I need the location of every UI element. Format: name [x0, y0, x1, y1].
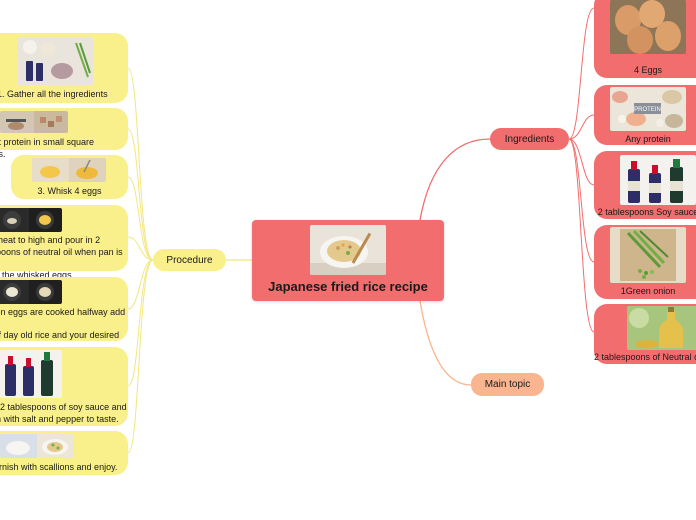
step-7[interactable]: 7. Garnish with scallions and enjoy. [0, 431, 128, 475]
oil-bottle-image [627, 306, 696, 350]
step-text-line: pour in the whisked eggs. [0, 269, 75, 280]
step-label: 6. Add 2 tablespoons of soy sauce and se… [0, 402, 128, 425]
step-text-line: 2. Cut protein in small square pieces. [0, 137, 95, 159]
soy-sauce-image [620, 155, 696, 205]
ingredient-green-onion[interactable]: 1Green onion [594, 225, 696, 299]
branch-main-topic[interactable]: Main topic [471, 373, 544, 396]
step-text-line: 1. Gather all the ingredients [0, 89, 108, 99]
step-label: 4. Set heat to high and pour in 2 tables… [0, 235, 128, 281]
ingredients-image [18, 37, 93, 85]
step-text-line: 3. Whisk 4 eggs [37, 186, 102, 196]
step-5[interactable]: 5. When eggs are cooked halfway add 2 cu… [0, 277, 128, 341]
ingredient-label: 2 tablespoons of Neutral oil [594, 352, 696, 362]
protein-foods-image: PROTEIN [610, 87, 686, 131]
step-text-line: 6. Add 2 tablespoons of soy sauce and [0, 402, 127, 412]
ingredient-label: 1Green onion [620, 286, 676, 296]
step-label: 1. Gather all the ingredients [0, 89, 127, 101]
branch-procedure[interactable]: Procedure [153, 249, 226, 271]
cutting-image [0, 111, 68, 133]
ingredient-label: 2 tablespoons Soy sauce [597, 207, 696, 217]
pan-rice-image [0, 280, 62, 304]
step-2[interactable]: 2. Cut protein in small square pieces. [0, 108, 128, 159]
central-topic[interactable]: Japanese fried rice recipe [252, 220, 444, 301]
step-text-line: 7. Garnish with scallions and enjoy. [0, 462, 118, 472]
step-label: 3. Whisk 4 eggs [11, 186, 128, 198]
ingredient-eggs[interactable]: 4 Eggs [594, 0, 696, 78]
link-step-1 [127, 67, 154, 261]
step-6[interactable]: 6. Add 2 tablespoons of soy sauce and se… [0, 347, 128, 426]
step-label: 5. When eggs are cooked halfway add 2 cu… [0, 307, 128, 353]
step-3[interactable]: 3. Whisk 4 eggs [11, 155, 128, 199]
eggs-image [610, 0, 686, 54]
link-step-3 [127, 176, 154, 261]
fried-rice-plate-image [310, 225, 386, 275]
link-central-ingredients [419, 138, 491, 221]
soy-sauce-step-image [0, 350, 62, 398]
step-label: 2. Cut protein in small square pieces. [0, 137, 123, 160]
step-text-line: season with salt and pepper to taste. [0, 413, 119, 424]
ingredient-protein[interactable]: PROTEIN Any protein [594, 85, 696, 145]
ingredient-soy-sauce[interactable]: 2 tablespoons Soy sauce [594, 151, 696, 219]
link-step-4 [127, 236, 154, 261]
link-ingredient-3 [568, 138, 595, 186]
step-text-line: 5. When eggs are cooked halfway add 2 [0, 307, 126, 317]
whisk-image [32, 158, 106, 182]
step-text-line: tablespoons of neutral oil when pan is h… [0, 246, 123, 257]
branch-ingredients[interactable]: Ingredients [490, 128, 569, 150]
svg-text:PROTEIN: PROTEIN [634, 107, 661, 113]
link-central-main-topic [419, 300, 472, 386]
green-onion-image [610, 227, 686, 283]
link-step-6 [127, 259, 154, 387]
pan-eggs-image [0, 208, 62, 232]
link-step-2 [127, 128, 154, 261]
link-step-5 [127, 259, 154, 310]
step-4[interactable]: 4. Set heat to high and pour in 2 tables… [0, 205, 128, 280]
ingredient-label: Any protein [625, 134, 671, 144]
link-ingredient-2 [568, 114, 595, 140]
central-title: Japanese fried rice recipe [268, 279, 428, 294]
step-text-line: cups of day old rice and your desired [0, 330, 120, 340]
link-ingredient-1 [568, 7, 595, 140]
link-ingredient-5 [568, 138, 595, 333]
link-ingredient-4 [568, 138, 595, 263]
ingredient-neutral-oil[interactable]: 2 tablespoons of Neutral oil [594, 304, 696, 364]
step-label: 7. Garnish with scallions and enjoy. [0, 462, 123, 474]
ingredient-label: 4 Eggs [633, 65, 663, 75]
step-1[interactable]: 1. Gather all the ingredients [0, 33, 128, 103]
step-text-line: 4. Set heat to high and pour in 2 [0, 235, 101, 245]
link-step-7 [127, 259, 154, 454]
garnish-image [0, 434, 74, 458]
